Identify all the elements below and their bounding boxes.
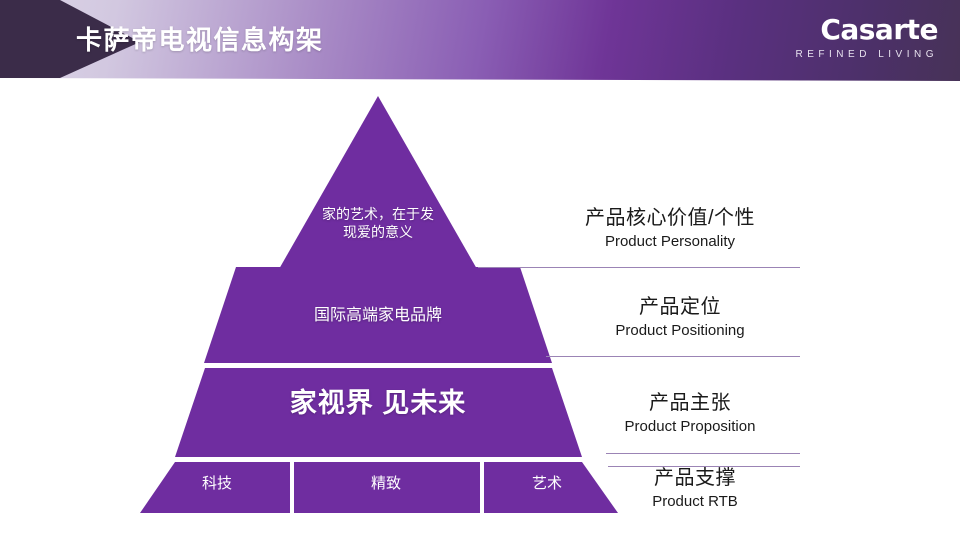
base-cell-art: 艺术 bbox=[531, 475, 562, 492]
connector-rule-2 bbox=[546, 356, 800, 357]
annotation-product-positioning: 产品定位 Product Positioning bbox=[560, 295, 800, 340]
annotation-cn-text: 产品定位 bbox=[639, 296, 721, 318]
pyramid-tier-3 bbox=[175, 368, 582, 457]
pyramid-tier-2-label: 国际高端家电品牌 bbox=[313, 307, 442, 324]
annotation-cn-text: 产品主张 bbox=[649, 392, 731, 414]
pyramid-tier-4-base bbox=[140, 462, 618, 513]
connector-rule-3 bbox=[606, 453, 800, 454]
pyramid-diagram: 家的艺术，在于发 现爱的意义 国际高端家电品牌 家视界 见未来 科技 精致 艺术… bbox=[0, 84, 960, 540]
header-banner bbox=[0, 0, 960, 81]
annotation-cn-text: 产品支撑 bbox=[654, 467, 736, 489]
annotation-en-text: Product Personality bbox=[604, 233, 736, 250]
pyramid-tier-1-label: 家的艺术，在于发 现爱的意义 bbox=[322, 206, 434, 240]
connector-rule-4 bbox=[608, 466, 800, 467]
page-title: 卡萨帝电视信息构架 bbox=[76, 25, 324, 55]
base-cell-technology: 科技 bbox=[201, 475, 232, 492]
base-divider bbox=[480, 462, 484, 513]
pyramid-tier-2 bbox=[204, 267, 552, 363]
annotation-product-personality: 产品核心价值/个性 Product Personality bbox=[540, 206, 800, 251]
base-cell-refinement: 精致 bbox=[370, 475, 401, 492]
pyramid-tier-3-label: 家视界 见未来 bbox=[289, 388, 467, 418]
brand-logo: Casarte REFINED LIVING bbox=[795, 13, 939, 60]
annotation-en-text: Product Positioning bbox=[615, 322, 745, 339]
annotation-product-rtb: 产品支撑 Product RTB bbox=[590, 466, 800, 511]
connector-rule-1 bbox=[478, 267, 800, 268]
annotation-en-text: Product Proposition bbox=[624, 418, 756, 435]
brand-logo-tagline: REFINED LIVING bbox=[795, 49, 938, 60]
annotation-product-proposition: 产品主张 Product Proposition bbox=[580, 391, 800, 436]
base-divider bbox=[290, 462, 294, 513]
annotation-cn-text: 产品核心价值/个性 bbox=[584, 207, 756, 229]
annotation-en-text: Product RTB bbox=[652, 493, 738, 510]
brand-logo-name: Casarte bbox=[820, 13, 938, 46]
